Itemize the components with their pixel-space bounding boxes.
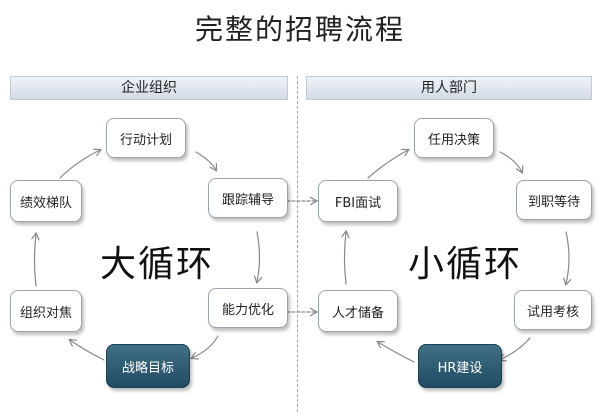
arrow-followup-to-capability	[257, 231, 260, 282]
node-hiring-decision: 任用决策	[414, 118, 494, 158]
node-strategic-goal: 战略目标	[106, 344, 190, 388]
arrow-capability-to-strategy	[192, 335, 219, 358]
node-action-plan: 行动计划	[106, 118, 186, 158]
arrow-orgfocus-to-performance	[35, 234, 37, 287]
arrow-probation-to-hr	[500, 337, 531, 360]
node-probation-review: 试用考核	[514, 290, 592, 330]
arrow-performance-to-plan	[59, 150, 100, 179]
section-divider	[297, 76, 298, 412]
node-onboarding-wait: 到职等待	[516, 180, 592, 220]
node-talent-reserve: 人才储备	[318, 290, 398, 332]
arrow-strategy-to-orgfocus	[70, 340, 105, 361]
page-title: 完整的招聘流程	[194, 13, 405, 46]
section-header-enterprise: 企业组织	[10, 76, 288, 100]
arrow-decision-to-onboarding	[499, 151, 522, 172]
loop-label-big: 大循环	[100, 244, 215, 285]
node-follow-up: 跟踪辅导	[208, 178, 288, 218]
node-hr-building: HR建设	[418, 344, 502, 388]
node-fbi-interview: FBI面试	[318, 180, 398, 222]
arrow-onboarding-to-probation	[566, 231, 569, 284]
arrow-fbi-to-decision	[367, 150, 408, 179]
arrow-plan-to-followup	[195, 151, 216, 170]
loop-label-small: 小循环	[408, 244, 523, 285]
node-org-alignment: 组织对焦	[10, 290, 82, 332]
section-header-department: 用人部门	[306, 76, 592, 100]
node-performance-tier: 绩效梯队	[10, 180, 82, 222]
arrow-hr-to-talent	[378, 342, 415, 363]
arrow-talent-to-fbi	[345, 232, 347, 285]
node-capability-optimization: 能力优化	[208, 288, 288, 328]
